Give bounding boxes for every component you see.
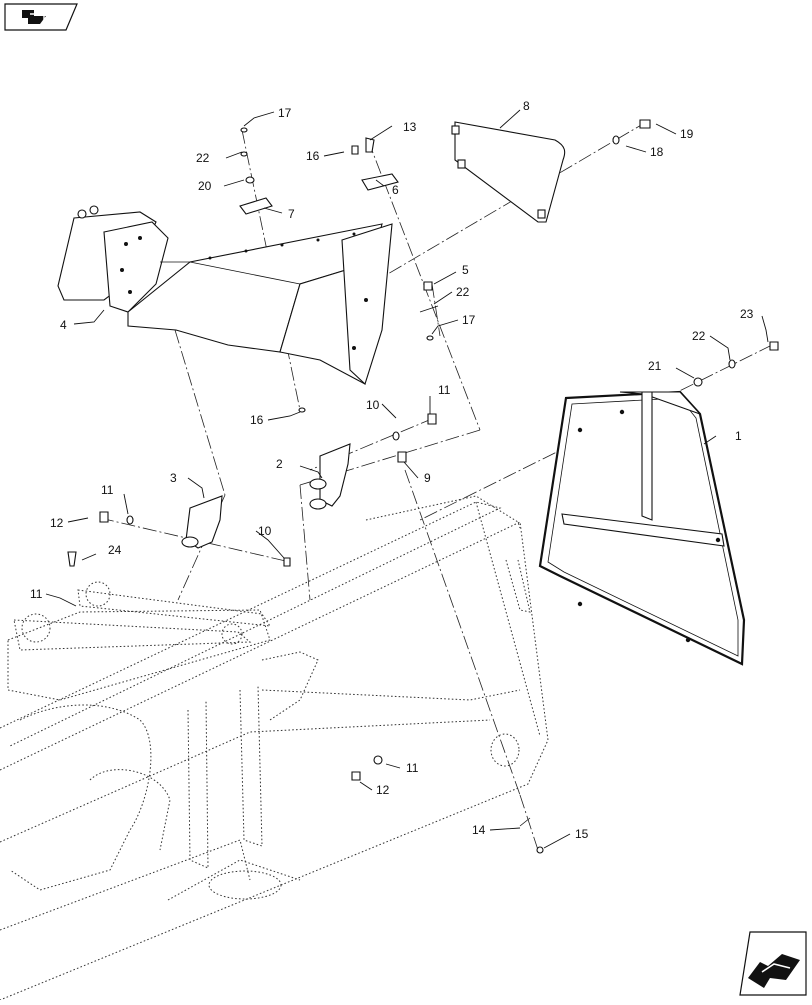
callout-2: 2 [276,457,283,471]
callout-22-right: 22 [692,329,706,343]
callout-17-upper: 17 [278,106,292,120]
callout-10-upper: 10 [366,398,380,412]
callout-12-left: 12 [50,516,64,530]
callout-16-upper: 16 [306,149,320,163]
callout-10-lower: 10 [258,524,272,538]
callout-19: 19 [680,127,694,141]
arrow-forward-icon [748,954,800,988]
callout-5: 5 [462,263,469,277]
callout-20: 20 [198,179,212,193]
next-page-button[interactable] [739,931,807,996]
callout-18: 18 [650,145,664,159]
callout-1: 1 [735,429,742,443]
callout-13: 13 [403,120,417,134]
bracket-part-3 [181,495,223,549]
bracket-part-2 [309,443,351,510]
callout-17-lower: 17 [462,313,476,327]
callout-11-left: 11 [101,483,114,497]
side-shield-part-1 [538,390,746,666]
cover-plate-part-8 [451,121,566,223]
callout-16-lower: 16 [250,413,264,427]
callout-8: 8 [523,99,530,113]
prev-page-button[interactable] [4,3,78,31]
callout-7: 7 [288,207,295,221]
housing-part-4 [57,205,393,385]
feeder-frame [0,495,549,1001]
callout-3: 3 [170,471,177,485]
callout-22-middle: 22 [456,285,470,299]
leader-lines [45,109,769,849]
callout-12-lower: 12 [376,783,390,797]
callout-6: 6 [392,183,399,197]
callout-15: 15 [575,827,589,841]
callout-9: 9 [424,471,431,485]
callout-4: 4 [60,318,67,332]
callout-24: 24 [108,543,122,557]
callout-labels: 1 2 3 4 5 6 7 8 9 10 10 11 11 11 11 12 1… [30,99,754,841]
callout-11-upper: 11 [438,383,451,397]
callout-11-lower: 11 [406,761,419,775]
hardware [67,119,779,854]
callout-22-upper: 22 [196,151,210,165]
callout-11-chain: 11 [30,587,43,601]
callout-14: 14 [472,823,486,837]
callout-23: 23 [740,307,754,321]
callout-21: 21 [648,359,662,373]
arrow-back-icon [22,10,46,24]
